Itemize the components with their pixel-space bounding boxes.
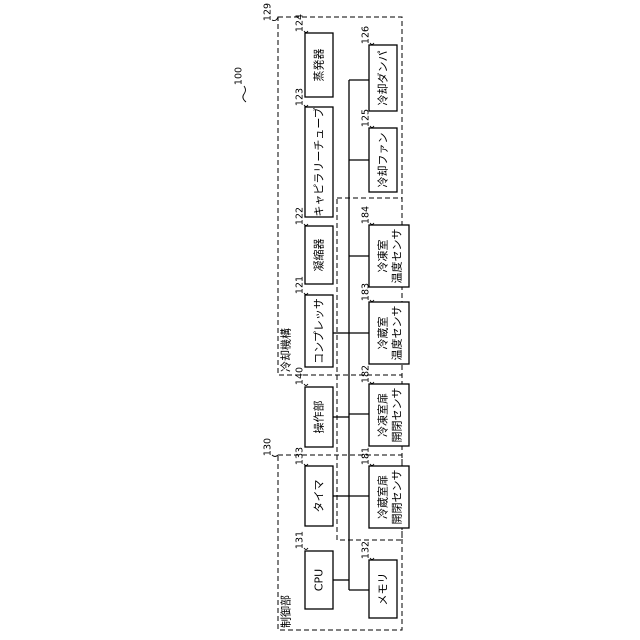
- sensor181-label-line2: 開閉センサ: [391, 470, 404, 525]
- condenser-label: 凝縮器: [312, 239, 326, 272]
- ref-124: 124: [295, 14, 306, 32]
- evaporator-label: 蒸発器: [312, 49, 326, 82]
- ref-131: 131: [295, 531, 306, 549]
- sensor182-label-line1: 冷凍室扉: [376, 393, 390, 437]
- ref-181-leader: [370, 464, 374, 466]
- sensor183-label-line2: 温度センサ: [390, 306, 404, 361]
- compressor-label: コンプレッサ: [313, 298, 326, 364]
- ref-183-leader: [370, 300, 374, 302]
- ref-181: 181: [361, 447, 372, 465]
- ref-122-leader: [304, 224, 308, 226]
- cooling-mechanism-label: 冷却機構: [279, 328, 293, 372]
- timer-label: タイマ: [313, 480, 326, 513]
- ref-126: 126: [361, 26, 372, 44]
- sensor184-label-line1: 冷凍室: [376, 240, 390, 273]
- ref-131-leader: [304, 548, 308, 550]
- ref-122: 122: [295, 207, 306, 225]
- ref-130-leader: [272, 455, 278, 457]
- sensor181-label-line1: 冷蔵室扉: [376, 475, 390, 519]
- ref-132: 132: [361, 541, 372, 559]
- sensor184-label-line2: 温度センサ: [390, 229, 404, 284]
- ref-123: 123: [295, 88, 306, 106]
- ref-184-leader: [370, 223, 374, 225]
- ref-133-leader: [304, 464, 308, 466]
- ref-140-leader: [304, 384, 308, 386]
- ref-183: 183: [361, 283, 372, 301]
- ref-121: 121: [295, 276, 306, 294]
- cpu-label: CPU: [313, 569, 326, 591]
- sensor182-label-line2: 開閉センサ: [391, 388, 404, 443]
- ref-182-leader: [370, 382, 374, 384]
- ref-140: 140: [295, 367, 306, 385]
- control-unit-label: 制御部: [279, 595, 293, 628]
- damper-label: 冷却ダンパ: [376, 51, 390, 106]
- ref-125-leader: [370, 126, 374, 128]
- sensor183-label-line1: 冷蔵室: [376, 317, 390, 350]
- ref-100: 100: [234, 67, 245, 85]
- operation-label: 操作部: [312, 401, 326, 434]
- ref-124-leader: [304, 31, 308, 33]
- ref-121-leader: [304, 293, 308, 295]
- ref-123-leader: [304, 105, 308, 107]
- ref-130: 130: [263, 438, 274, 456]
- ref-125: 125: [361, 109, 372, 127]
- ref-182: 182: [361, 365, 372, 383]
- ref-132-leader: [370, 558, 374, 560]
- ref-100-leader: [243, 86, 246, 102]
- fan-label: 冷却ファン: [377, 133, 390, 188]
- ref-184: 184: [361, 206, 372, 224]
- ref-129: 129: [263, 3, 274, 21]
- capillary-label: キャピラリーチューブ: [312, 107, 326, 216]
- memory-label: メモリ: [377, 573, 390, 606]
- ref-126-leader: [370, 43, 374, 45]
- ref-133: 133: [295, 447, 306, 465]
